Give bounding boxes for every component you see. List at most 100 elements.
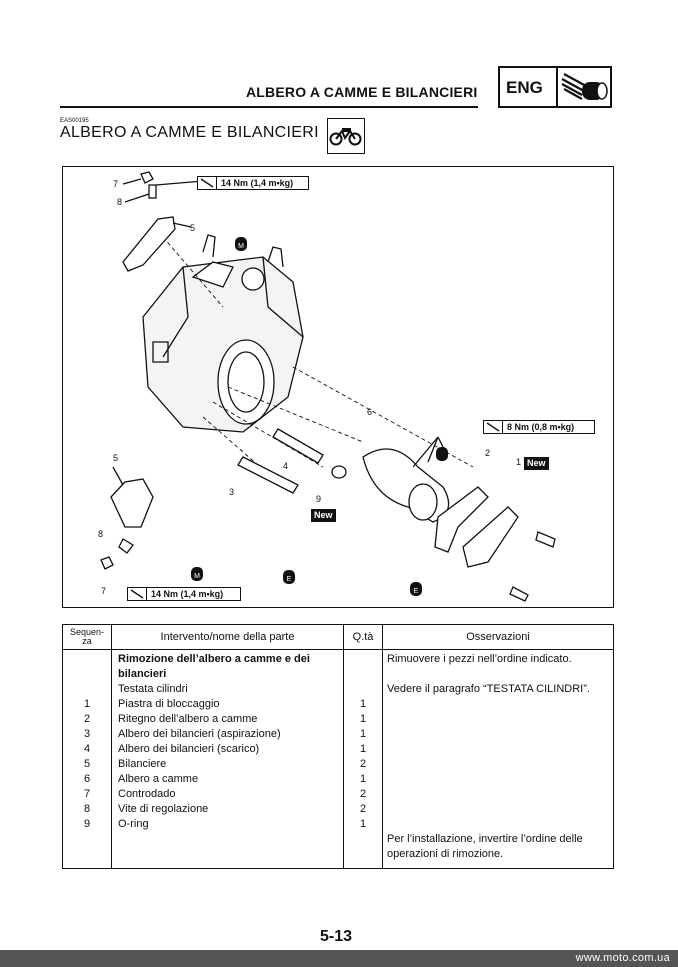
callout-9: 9 [316,494,322,504]
obs-line [383,772,613,787]
torque-spec-top: 14 Nm (1,4 m•kg) [197,176,309,190]
obs-line [383,742,613,757]
obs-line: Rimuovere i pezzi nell’ordine indicato. [387,653,572,665]
seq-line: 3 [83,728,91,740]
callout-8-bottom: 8 [98,529,104,539]
page-number: 5-13 [320,928,353,945]
header-title: ALBERO A CAMME E BILANCIERI [246,84,478,100]
qty-line: 1 [359,728,367,740]
motorcycle-icon [329,128,362,146]
grease-m-label-1: M [238,243,244,250]
callout-7-bottom: 7 [101,586,107,596]
parts-table: Sequen-za Intervento/nome della parte Q.… [62,624,614,869]
part-line: Testata cilindri [118,683,188,695]
part-line: bilancieri [118,668,167,680]
part-line: Albero dei bilancieri (aspirazione) [118,728,281,740]
obs-line: operazioni di rimozione. [387,848,504,860]
seq-line [63,682,111,697]
section-badge: ENG [498,66,612,108]
torque-top-text: 14 Nm (1,4 m•kg) [221,178,294,188]
seq-column: 1 2 3 4 5 6 7 8 9 [62,649,112,869]
callout-8-top: 8 [117,197,123,207]
table-header-row: Sequen-za Intervento/nome della parte Q.… [62,624,614,650]
callout-2: 2 [485,448,491,458]
grease-e-label-2: E [414,588,419,595]
obs-line [383,712,613,727]
seq-line: 8 [83,803,91,815]
callout-6: 6 [367,407,373,417]
torque-spec-right: 8 Nm (0,8 m•kg) [483,420,595,434]
cylinder-head-drawing: M M E E [100,171,556,602]
obs-column: Rimuovere i pezzi nell’ordine indicato. V… [382,649,614,869]
torque-bottom-text: 14 Nm (1,4 m•kg) [151,589,224,599]
part-line: Bilanciere [118,758,167,770]
qty-line [344,667,382,682]
part-line [112,847,343,862]
obs-line [383,667,613,682]
seq-line: 7 [83,788,91,800]
section-badge-label: ENG [506,78,543,97]
header-qty: Q.tà [343,624,383,650]
seq-line [63,832,111,847]
grease-m-label-2: M [194,573,200,580]
callout-4: 4 [283,461,289,471]
exploded-diagram: M M E E 7 8 5 6 5 4 3 9 2 1 8 7 14 Nm (1… [62,166,614,608]
qty-line: 2 [359,803,367,815]
seq-line: 4 [83,743,91,755]
new-part-badge-9: New [311,509,336,522]
obs-line [383,802,613,817]
section-code: EAS00195 [60,118,89,124]
part-column: Rimozione dell’albero a camme e dei bilan… [111,649,344,869]
header-obs: Osservazioni [382,624,614,650]
qty-line: 1 [359,713,367,725]
wrench-icon [484,421,503,433]
obs-line [383,817,613,832]
qty-line: 1 [359,743,367,755]
callout-5-bottom: 5 [113,453,119,463]
footer-url[interactable]: www.moto.com.ua [575,952,670,964]
qty-line [344,832,382,847]
qty-line: 1 [359,698,367,710]
qty-line [344,847,382,862]
engine-icon [561,73,608,100]
qty-line: 1 [359,773,367,785]
grease-e-label-1: E [287,576,292,583]
qty-line [344,682,382,697]
badge-divider [556,68,558,106]
wrench-icon [198,177,217,189]
part-line: Ritegno dell’albero a camme [118,713,258,725]
part-line: Rimozione dell’albero a camme e dei [118,653,310,665]
callout-7-top: 7 [113,179,119,189]
part-line: Controdado [118,788,176,800]
header-part: Intervento/nome della parte [111,624,344,650]
header-rule [60,106,478,108]
new-part-badge-1: New [524,457,549,470]
qty-line: 2 [359,788,367,800]
part-line: Albero dei bilancieri (scarico) [118,743,260,755]
seq-line: 1 [83,698,91,710]
seq-line: 5 [83,758,91,770]
part-line: Vite di regolazione [118,803,209,815]
part-line: O-ring [118,818,149,830]
obs-line: Per l’installazione, invertire l’ordine … [387,833,583,845]
header-seq: Sequen-za [62,624,112,650]
part-line: Albero a camme [118,773,199,785]
obs-line [383,697,613,712]
obs-line: Vedere il paragrafo “TESTATA CILINDRI”. [387,683,590,695]
seq-line: 9 [83,818,91,830]
seq-line: 6 [83,773,91,785]
callout-3: 3 [229,487,235,497]
footer-bar: www.moto.com.ua [0,950,678,967]
callout-1: 1 [516,457,522,467]
motorcycle-icon-box [327,118,365,154]
part-line: Piastra di bloccaggio [118,698,220,710]
obs-line [383,757,613,772]
seq-line: 2 [83,713,91,725]
obs-line [383,727,613,742]
table-body-row: 1 2 3 4 5 6 7 8 9 Rimozione dell’albero a camme … [62,649,614,869]
qty-line: 2 [359,758,367,770]
seq-line [63,652,111,667]
seq-line [63,847,111,862]
wrench-icon [128,588,147,600]
